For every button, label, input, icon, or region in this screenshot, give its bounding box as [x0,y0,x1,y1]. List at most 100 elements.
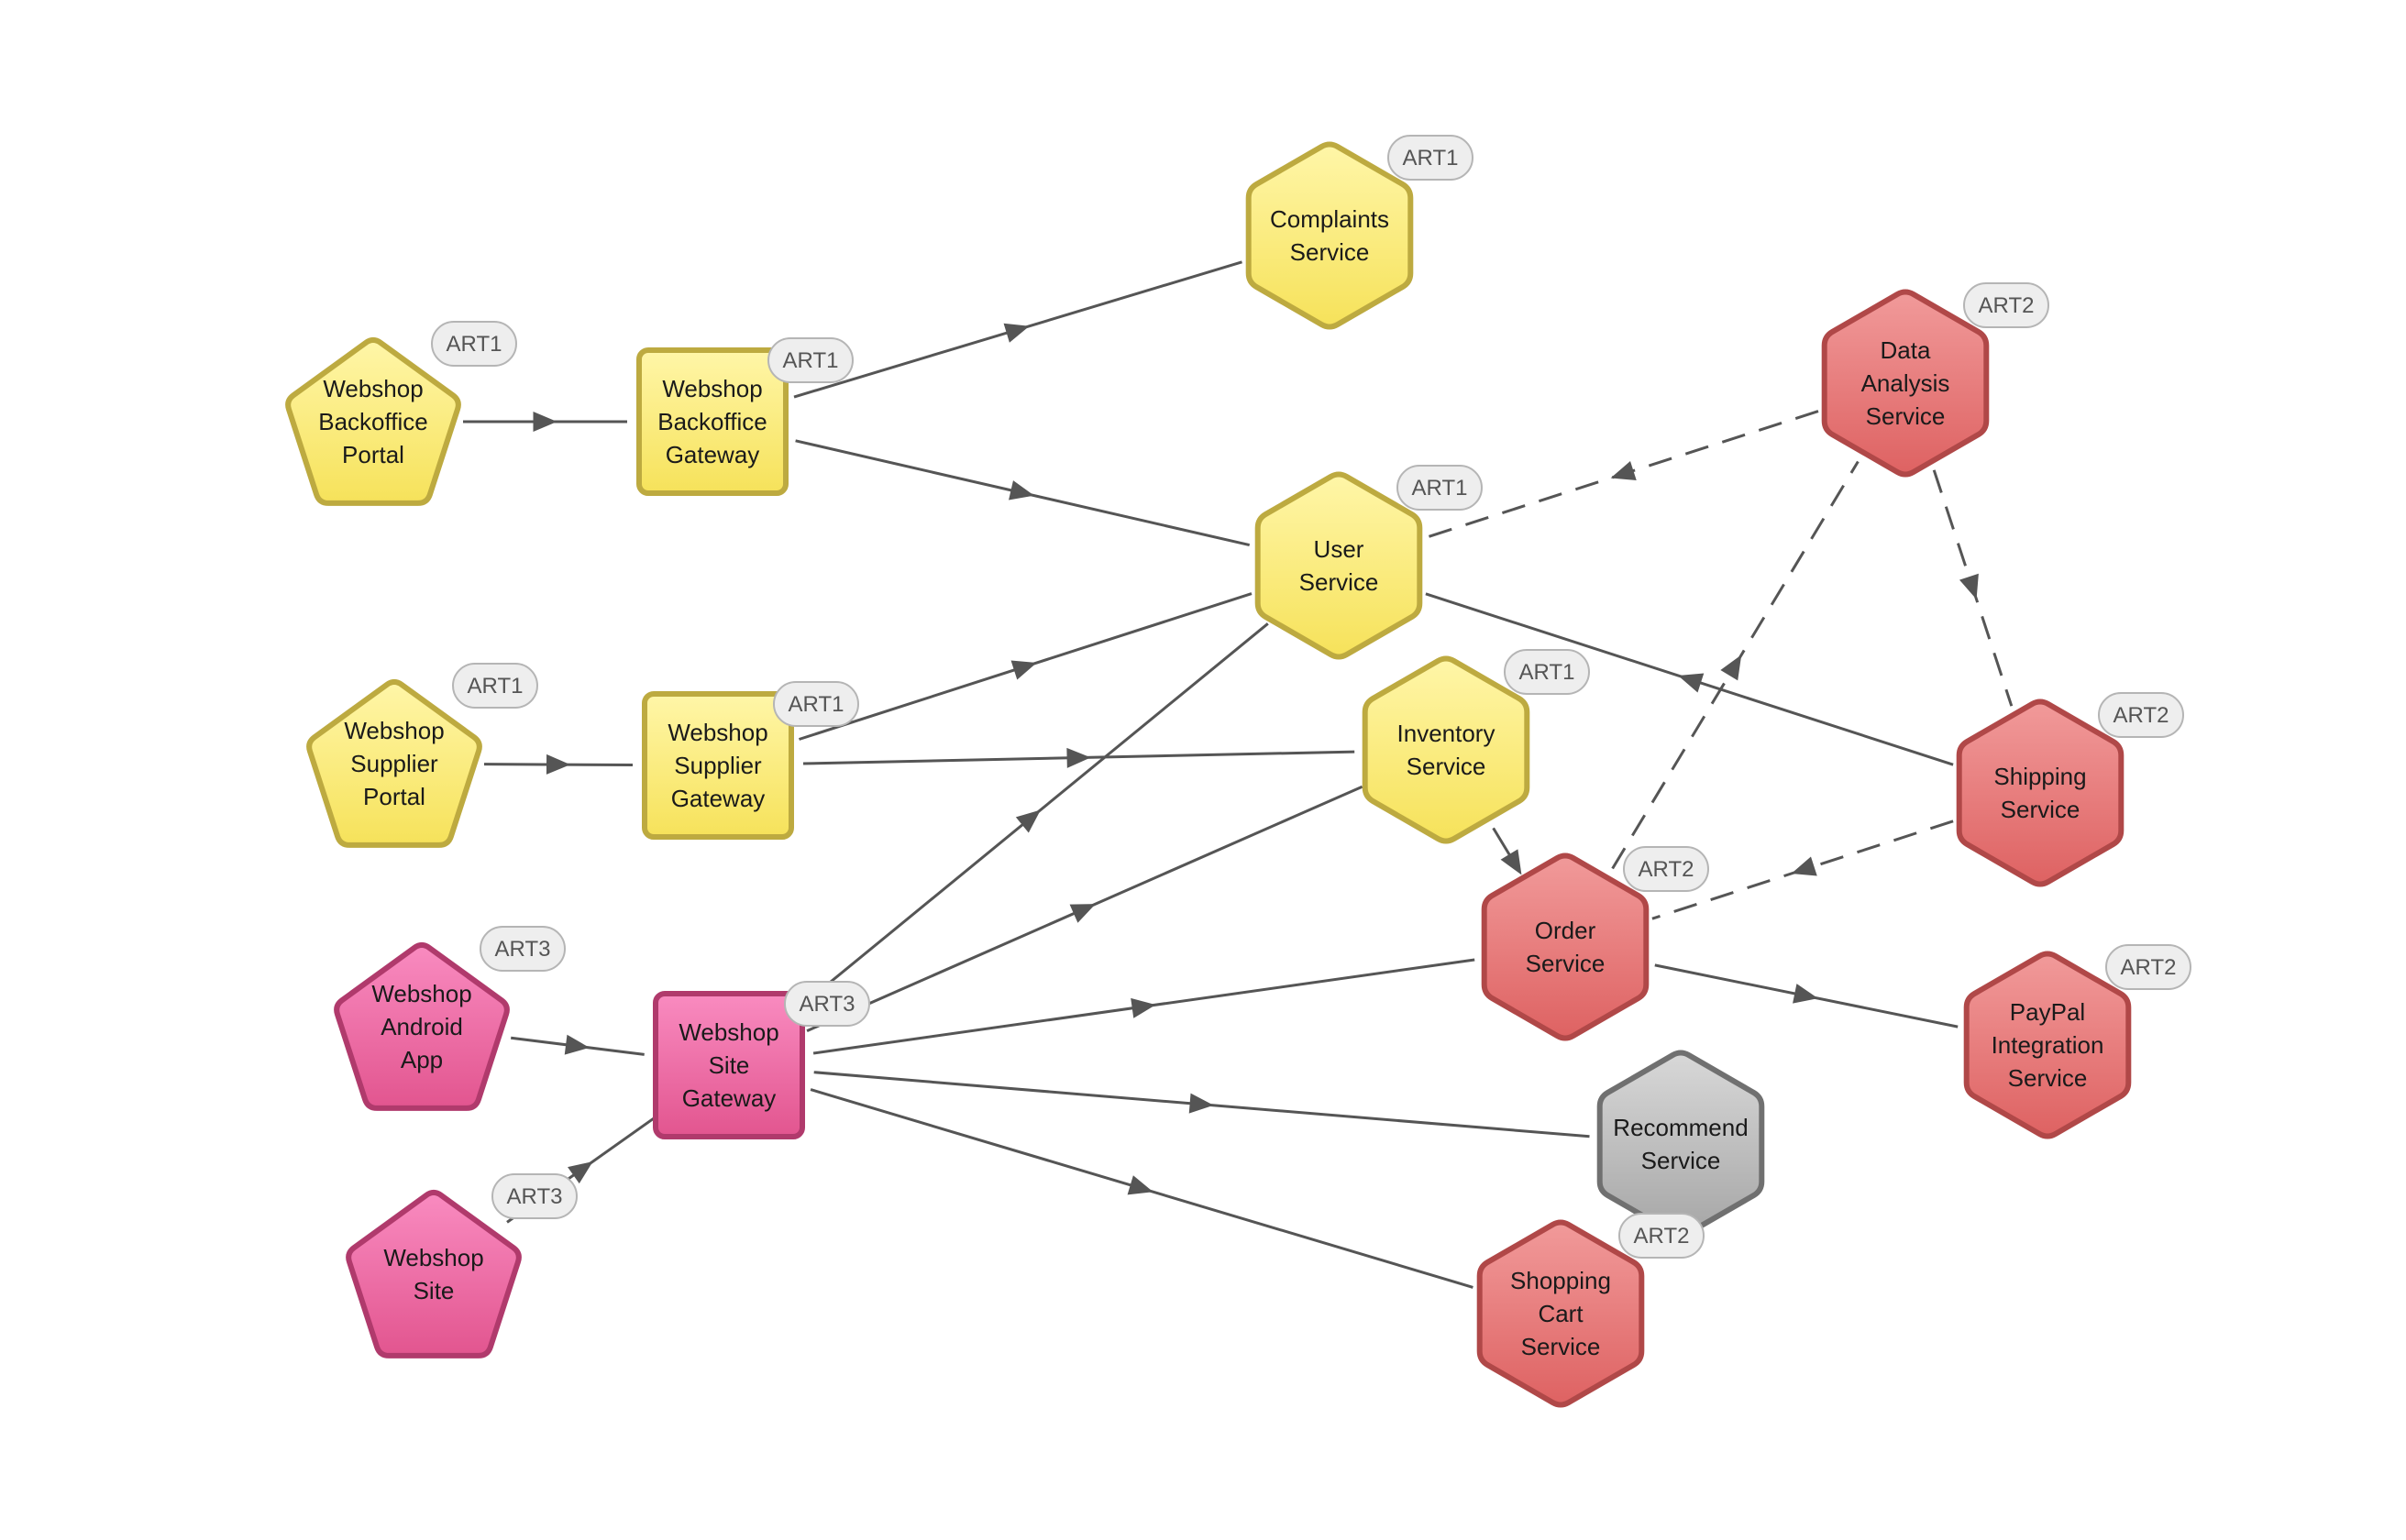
art-tag-label: ART2 [2121,955,2177,980]
art-tag-pill [2098,692,2184,738]
art-tag-label: ART1 [789,692,844,717]
edge-webshop-supplier-gateway-to-user-service [799,592,1253,741]
art-tag: ART1 [773,681,859,727]
art-tag-pill [773,681,859,727]
node-label-line: Gateway [682,1084,777,1112]
edge-arrowhead [1003,323,1030,343]
art-tag-pill [480,926,566,972]
node-label-line: Portal [342,441,404,468]
art-tag-label: ART1 [1412,476,1468,500]
hexagon-shape [1596,1050,1765,1238]
node-label-line: Webshop [662,375,762,402]
node-label-line: Service [1526,950,1606,977]
edge-data-analysis-service-to-shipping-service [1932,469,2014,707]
node-label-line: Portal [363,783,425,810]
art-tag: ART3 [480,926,566,972]
hexagon-shape [1481,852,1650,1041]
edge-webshop-supplier-portal-to-webshop-supplier-gateway [483,754,634,775]
hexagon-shape [1963,951,2132,1139]
edge-webshop-supplier-gateway-to-inventory-service [802,747,1355,768]
node-label-line: Gateway [671,785,766,812]
art-tag-pill [491,1173,578,1219]
node-label-line: Service [2001,796,2080,823]
art-tag-label: ART1 [783,348,839,373]
edge-arrowhead [1127,1175,1153,1195]
edge-arrowhead [1678,673,1705,693]
node-label-line: Order [1535,917,1596,944]
edge-arrowhead [1793,984,1818,1004]
edge-arrowhead [1610,461,1637,480]
art-tag: ART2 [1963,282,2049,328]
art-tag: ART1 [431,321,517,367]
node-label-line: Gateway [666,441,760,468]
hexagon-shape [1821,289,1990,478]
node-label-line: App [401,1046,443,1073]
pentagon-shape [306,678,482,848]
node-label-line: Supplier [674,752,762,779]
art-tag: ART1 [1504,649,1590,695]
edge-webshop-site-gateway-to-shopping-cart-service [810,1088,1473,1289]
node-label-line: Service [1866,402,1946,430]
edge-arrowhead [533,412,557,432]
edge-webshop-backoffice-gateway-to-complaints-service [793,260,1242,399]
art-tag: ART2 [2098,692,2184,738]
node-label-line: Integration [1992,1031,2104,1059]
art-tag: ART1 [1387,135,1473,181]
square-shape [636,347,789,496]
node-label-line: Data [1881,336,1931,364]
node-label-line: Cart [1538,1300,1584,1327]
art-tag: ART3 [491,1173,578,1219]
node-label-line: User [1314,535,1364,563]
art-tag-label: ART3 [800,992,855,1017]
art-tag-label: ART1 [447,332,502,357]
pentagon-shape [346,1189,522,1358]
node-label-line: Service [1521,1333,1601,1360]
edge-arrowhead [1500,849,1522,875]
art-tag-pill [431,321,517,367]
art-tag-pill [784,981,870,1027]
edge-webshop-backoffice-portal-to-webshop-backoffice-gateway [463,412,627,432]
edge-webshop-site-gateway-to-inventory-service [806,785,1363,1032]
edge-arrowhead [564,1034,590,1055]
art-tag-pill [1387,135,1473,181]
node-label-line: Backoffice [657,408,767,435]
node-label-line: Complaints [1270,205,1389,233]
edge-arrowhead [568,1161,593,1184]
art-tag-label: ART2 [2114,703,2169,728]
node-label-line: Webshop [344,717,444,744]
node-label-line: Webshop [371,980,471,1007]
edge-webshop-site-gateway-to-order-service [812,958,1475,1055]
hexagon-shape [1254,471,1423,660]
art-tag-label: ART2 [1979,293,2035,318]
node-label-line: Recommend [1613,1114,1748,1141]
edge-arrowhead [1009,480,1034,500]
art-tag: ART1 [452,663,538,709]
hexagon-shape [1476,1219,1645,1408]
node-label-line: Site [709,1051,750,1079]
art-tag-pill [1618,1213,1705,1259]
art-tag-label: ART2 [1639,857,1694,882]
edge-webshop-site-gateway-to-user-service [793,622,1269,1013]
node-label-line: Webshop [668,719,767,746]
edge-arrowhead [1959,573,1979,600]
art-tag: ART2 [1618,1213,1705,1259]
node-label-line: Webshop [679,1018,778,1046]
node-label-line: Inventory [1397,720,1495,747]
edge-order-service-to-data-analysis-service [1611,460,1860,870]
